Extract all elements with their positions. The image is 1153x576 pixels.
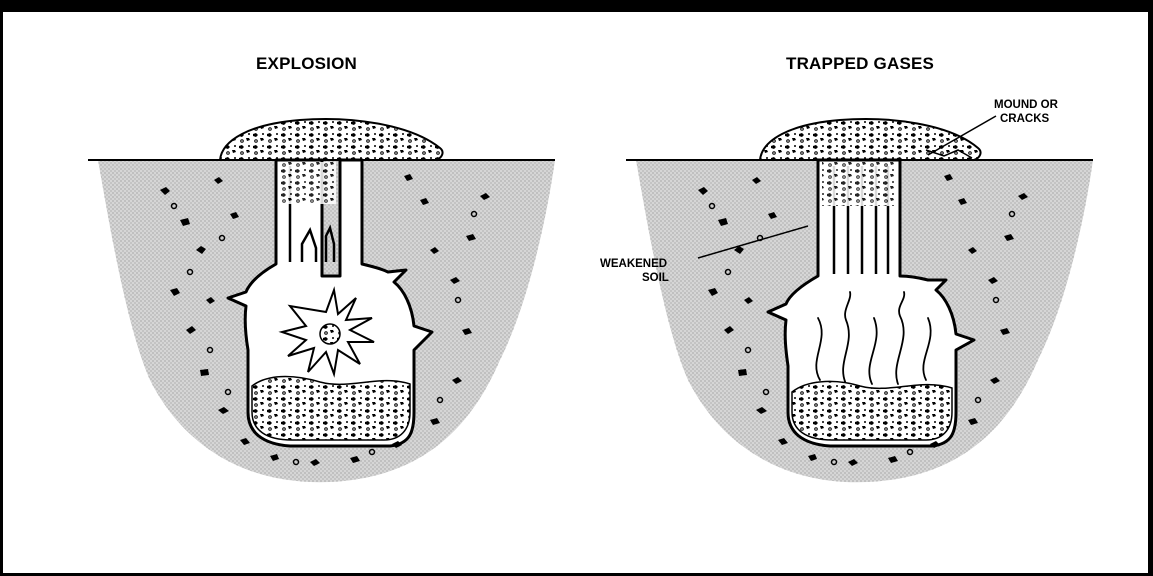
callout-mound-or-cracks: MOUND OR CRACKS (994, 98, 1058, 126)
trapped-gases-diagram (626, 116, 1093, 482)
panel-title-trapped-gases: TRAPPED GASES (786, 54, 934, 74)
rubble-mound (220, 119, 443, 160)
callout-line: SOIL (600, 271, 669, 285)
callout-line: MOUND OR (994, 98, 1058, 112)
callout-line: CRACKS (994, 112, 1058, 126)
explosion-diagram (88, 119, 555, 482)
panel-title-explosion: EXPLOSION (256, 54, 357, 74)
callout-line: WEAKENED (600, 257, 669, 271)
callout-weakened-soil: WEAKENED SOIL (600, 257, 669, 285)
